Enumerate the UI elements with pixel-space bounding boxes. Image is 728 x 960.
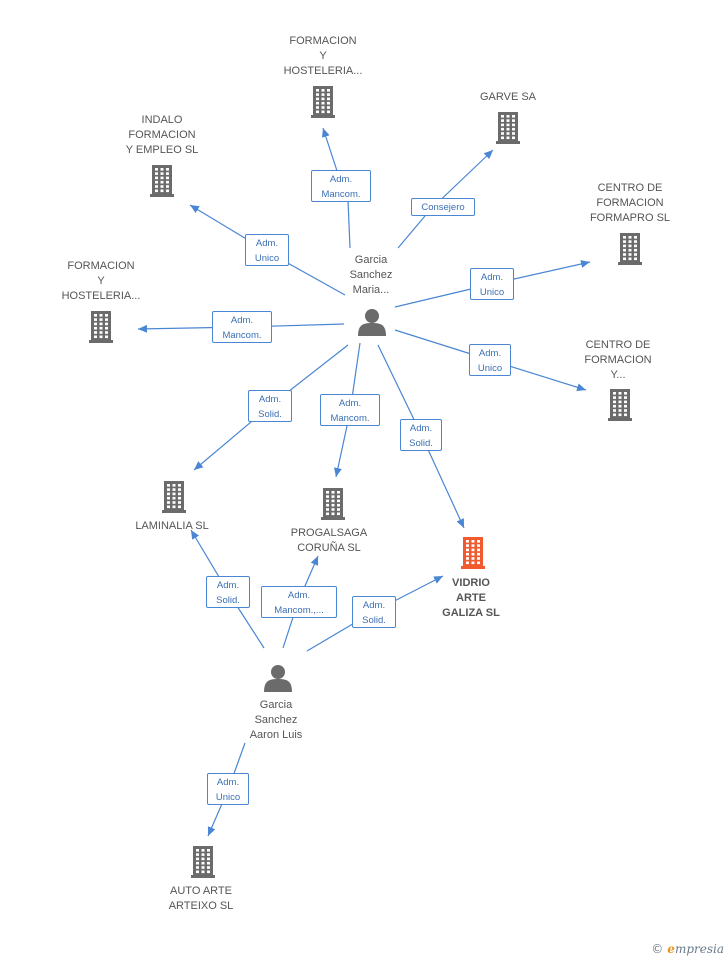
edge-role-label[interactable]: Adm. Solid. [400,419,442,451]
brand-initial: e [667,942,675,956]
edge-role-label[interactable]: Adm. Mancom. [311,170,371,202]
company-name-vidrio[interactable]: VIDRIO ARTE GALIZA SL [442,577,500,619]
highlighted-building-icon[interactable] [461,537,485,569]
company-name-centro-y[interactable]: CENTRO DE FORMACION Y... [584,339,652,381]
icons-layer [89,86,642,878]
brand-name: mpresia [674,942,724,956]
edge-role-label[interactable]: Adm. Solid. [206,576,250,608]
building-icon[interactable] [162,481,186,513]
company-name-progalsaga[interactable]: PROGALSAGA CORUÑA SL [290,527,368,554]
edge-role-label[interactable]: Adm. Unico [207,773,249,805]
person-icon[interactable] [264,665,292,692]
building-icon[interactable] [618,233,642,265]
building-icon[interactable] [150,165,174,197]
company-name-formapro[interactable]: CENTRO DE FORMACION FORMAPRO SL [589,182,671,224]
building-icon[interactable] [89,311,113,343]
building-icon[interactable] [321,488,345,520]
copyright-symbol: © [651,942,664,956]
company-name-formacion-left[interactable]: FORMACION Y HOSTELERIA... [61,260,141,302]
building-icon[interactable] [496,112,520,144]
building-icon[interactable] [191,846,215,878]
edge-role-label[interactable]: Consejero [411,198,475,216]
edge-role-label[interactable]: Adm. Mancom. [212,311,272,343]
edges-layer [137,127,591,837]
building-icon[interactable] [608,389,632,421]
edge-role-label[interactable]: Adm. Unico [469,344,511,376]
edge-role-label[interactable]: Adm. Mancom.,... [261,586,337,618]
person-name-garcia-maria[interactable]: Garcia Sanchez Maria... [349,254,393,296]
edge-role-label[interactable]: Adm. Unico [245,234,289,266]
company-name-autoarte[interactable]: AUTO ARTE ARTEIXO SL [168,885,234,912]
edge-role-label[interactable]: Adm. Solid. [248,390,292,422]
company-name-garvesa[interactable]: GARVE SA [479,91,537,103]
person-name-garcia-aaron[interactable]: Garcia Sanchez Aaron Luis [249,699,303,741]
company-name-formacion-top[interactable]: FORMACION Y HOSTELERIA... [283,35,363,77]
empresia-watermark[interactable]: ©empresia [651,942,724,956]
edge-role-label[interactable]: Adm. Mancom. [320,394,380,426]
building-icon[interactable] [311,86,335,118]
company-name-laminalia[interactable]: LAMINALIA SL [135,520,209,532]
edge-role-label[interactable]: Adm. Unico [470,268,514,300]
edge-role-label[interactable]: Adm. Solid. [352,596,396,628]
company-name-indalo[interactable]: INDALO FORMACION Y EMPLEO SL [125,114,199,156]
person-icon[interactable] [358,309,386,336]
